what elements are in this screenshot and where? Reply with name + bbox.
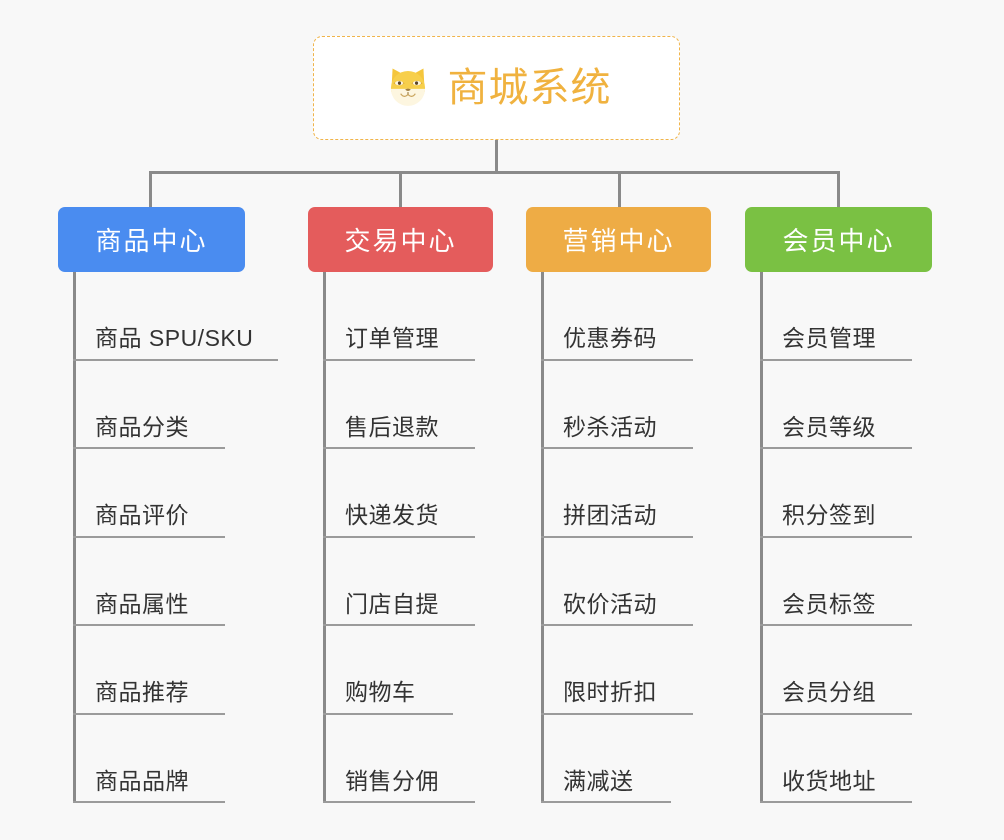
leaf-item[interactable]: 售后退款	[323, 361, 475, 449]
category-label: 商品中心	[95, 226, 208, 256]
leaf-item[interactable]: 销售分佣	[323, 715, 475, 803]
category-column-member-center: 会员中心 会员管理 会员等级 积分签到 会员标签 会员分组 收货地址	[745, 207, 932, 803]
leaf-label: 售后退款	[345, 413, 439, 440]
leaf-list-trade-center: 订单管理 售后退款 快递发货 门店自提 购物车 销售分佣	[308, 272, 493, 803]
leaf-spine	[541, 272, 544, 803]
leaf-item[interactable]: 快递发货	[323, 449, 475, 538]
leaf-spine	[323, 272, 326, 803]
leaf-item[interactable]: 商品属性	[73, 538, 225, 626]
leaf-label: 会员标签	[782, 590, 876, 617]
leaf-item[interactable]: 优惠券码	[541, 272, 693, 361]
category-label: 交易中心	[344, 226, 457, 256]
leaf-label: 商品属性	[95, 590, 189, 617]
leaf-item[interactable]: 收货地址	[760, 715, 912, 803]
category-header-member-center[interactable]: 会员中心	[745, 207, 932, 272]
leaf-label: 积分签到	[782, 502, 876, 529]
leaf-label: 商品评价	[95, 502, 189, 529]
leaf-label: 砍价活动	[563, 590, 657, 617]
leaf-label: 销售分佣	[345, 767, 439, 794]
leaf-spine	[760, 272, 763, 803]
leaf-label: 订单管理	[345, 325, 439, 352]
leaf-label: 商品品牌	[95, 767, 189, 794]
leaf-item[interactable]: 商品推荐	[73, 626, 225, 715]
leaf-label: 会员管理	[782, 325, 876, 352]
leaf-item[interactable]: 门店自提	[323, 538, 475, 626]
branch-stem-1	[149, 171, 152, 209]
category-column-product-center: 商品中心 商品 SPU/SKU 商品分类 商品评价 商品属性 商品推荐 商品品牌	[58, 207, 278, 803]
category-header-marketing-center[interactable]: 营销中心	[526, 207, 711, 272]
leaf-spine	[73, 272, 76, 803]
leaf-list-member-center: 会员管理 会员等级 积分签到 会员标签 会员分组 收货地址	[745, 272, 932, 803]
branch-stem-2	[399, 171, 402, 209]
leaf-item[interactable]: 商品分类	[73, 361, 225, 449]
leaf-list-product-center: 商品 SPU/SKU 商品分类 商品评价 商品属性 商品推荐 商品品牌	[58, 272, 278, 803]
leaf-item[interactable]: 会员标签	[760, 538, 912, 626]
leaf-label: 限时折扣	[563, 679, 657, 706]
category-header-product-center[interactable]: 商品中心	[58, 207, 245, 272]
root-stem-line	[495, 140, 498, 173]
leaf-item[interactable]: 会员分组	[760, 626, 912, 715]
leaf-item[interactable]: 砍价活动	[541, 538, 693, 626]
leaf-item[interactable]: 会员管理	[760, 272, 912, 361]
leaf-label: 优惠券码	[563, 325, 657, 352]
branch-stem-3	[618, 171, 621, 209]
leaf-label: 满减送	[563, 767, 634, 794]
leaf-label: 拼团活动	[563, 502, 657, 529]
category-column-trade-center: 交易中心 订单管理 售后退款 快递发货 门店自提 购物车 销售分佣	[308, 207, 493, 803]
category-label: 营销中心	[562, 226, 675, 256]
leaf-item[interactable]: 满减送	[541, 715, 671, 803]
leaf-label: 快递发货	[345, 502, 439, 529]
leaf-item[interactable]: 拼团活动	[541, 449, 693, 538]
shiba-inu-face-icon	[382, 62, 434, 114]
branch-stem-4	[837, 171, 840, 209]
bus-line	[150, 171, 840, 174]
leaf-label: 会员分组	[782, 679, 876, 706]
leaf-label: 商品 SPU/SKU	[95, 325, 254, 352]
leaf-item[interactable]: 会员等级	[760, 361, 912, 449]
leaf-item[interactable]: 商品 SPU/SKU	[73, 272, 278, 361]
category-column-marketing-center: 营销中心 优惠券码 秒杀活动 拼团活动 砍价活动 限时折扣 满减送	[526, 207, 711, 803]
root-node[interactable]: 商城系统	[313, 36, 680, 140]
root-title: 商城系统	[447, 66, 612, 110]
leaf-item[interactable]: 购物车	[323, 626, 453, 715]
leaf-label: 购物车	[345, 679, 416, 706]
leaf-item[interactable]: 秒杀活动	[541, 361, 693, 449]
leaf-item[interactable]: 积分签到	[760, 449, 912, 538]
leaf-label: 收货地址	[782, 767, 876, 794]
leaf-item[interactable]: 订单管理	[323, 272, 475, 361]
leaf-label: 会员等级	[782, 413, 876, 440]
leaf-item[interactable]: 商品品牌	[73, 715, 225, 803]
leaf-label: 商品推荐	[95, 679, 189, 706]
leaf-item[interactable]: 限时折扣	[541, 626, 693, 715]
leaf-list-marketing-center: 优惠券码 秒杀活动 拼团活动 砍价活动 限时折扣 满减送	[526, 272, 711, 803]
leaf-label: 商品分类	[95, 413, 189, 440]
category-header-trade-center[interactable]: 交易中心	[308, 207, 493, 272]
category-label: 会员中心	[782, 226, 895, 256]
leaf-label: 秒杀活动	[563, 413, 657, 440]
leaf-label: 门店自提	[345, 590, 439, 617]
leaf-item[interactable]: 商品评价	[73, 449, 225, 538]
